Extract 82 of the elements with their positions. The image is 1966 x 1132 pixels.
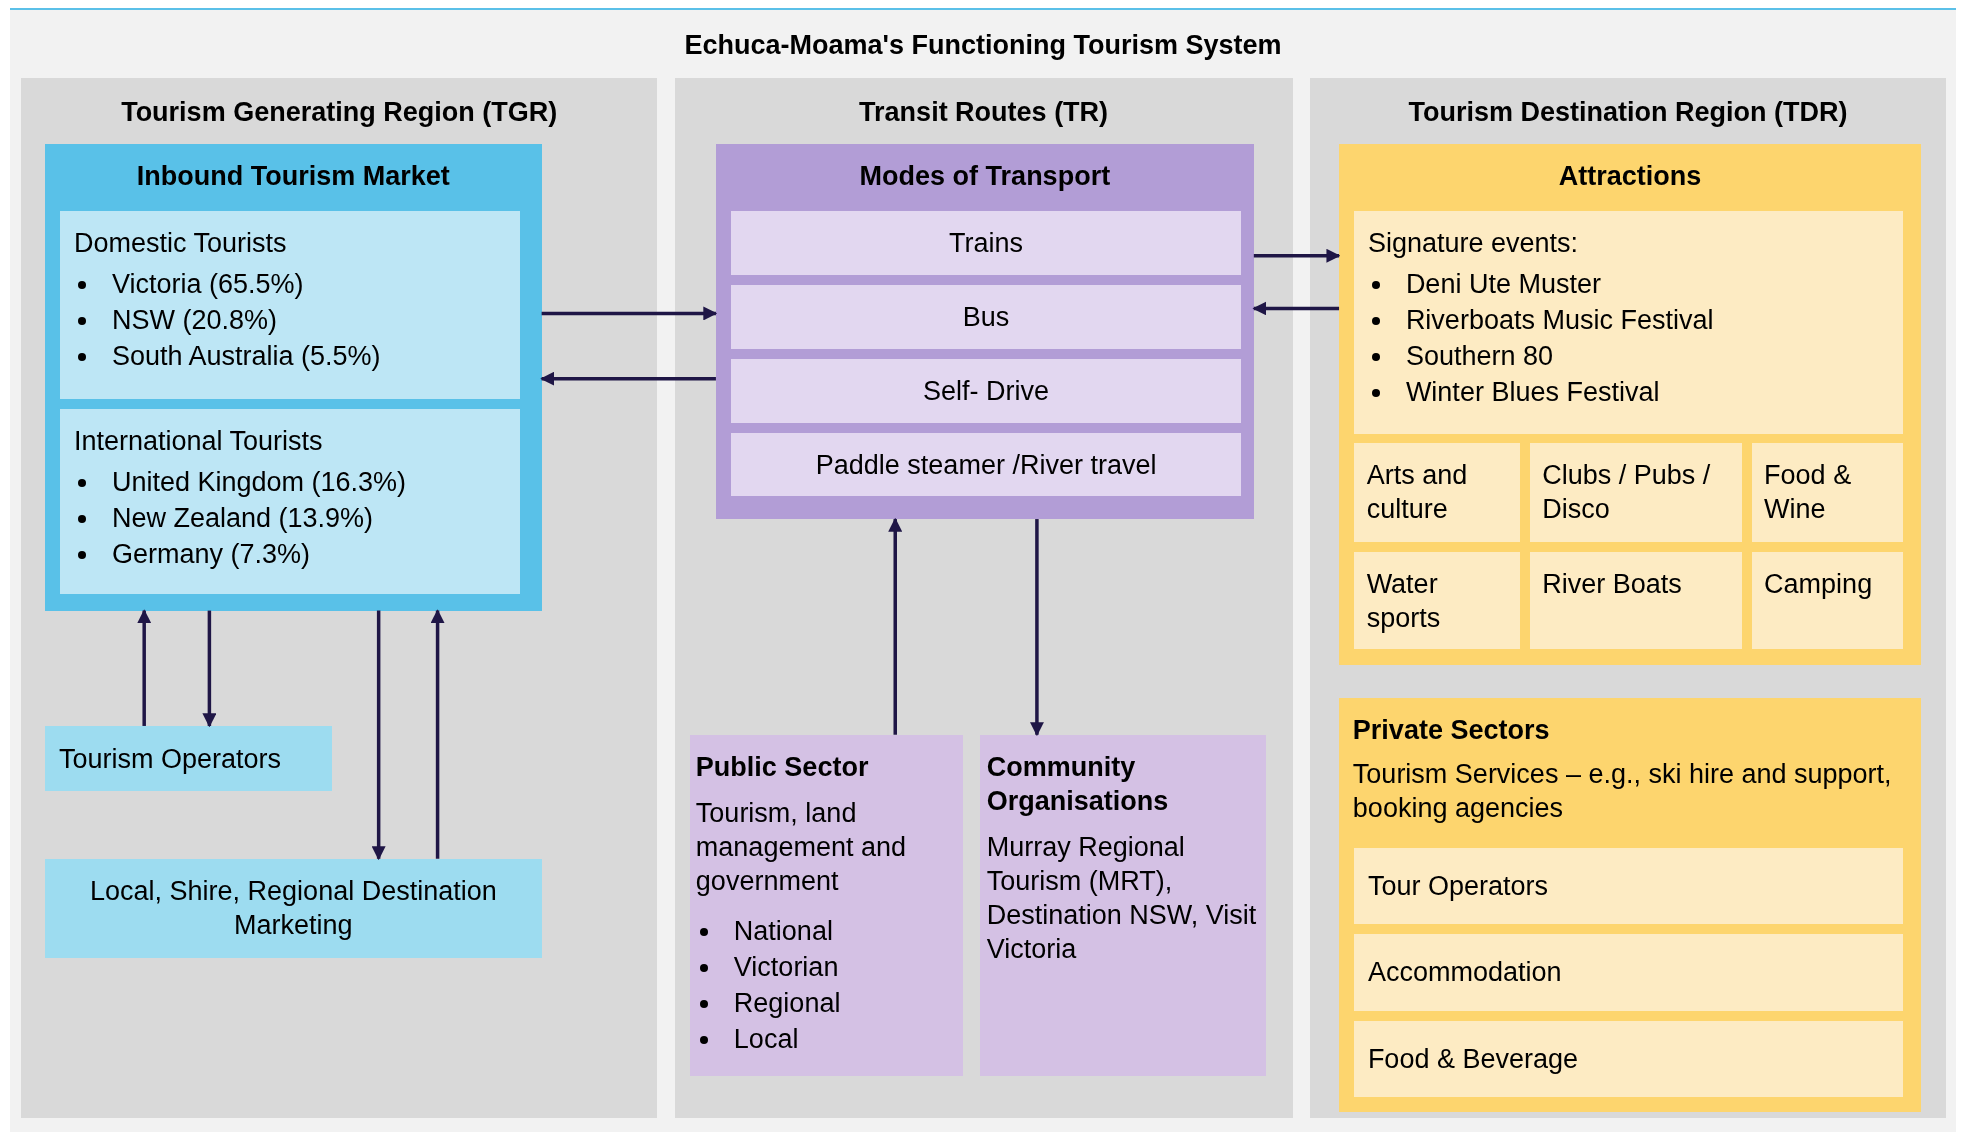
region-panel: [674, 77, 1293, 1119]
region-title: Tourism Destination Region (TDR): [1407, 96, 1849, 130]
group-title: Modes of Transport: [858, 160, 1112, 194]
process-box: [730, 284, 1242, 349]
list-box: [60, 210, 521, 399]
sector-heading: Private Sectors: [1352, 714, 1551, 748]
list-heading: Domestic Tourists: [73, 226, 288, 260]
box-label: Trains: [948, 226, 1025, 260]
arrow: [202, 610, 217, 728]
list-box: [1354, 210, 1904, 434]
group-box: [715, 144, 1254, 520]
sector-description: Tourism Services – e.g., ski hire and support, booking agencies: [1352, 758, 1893, 826]
attraction-box: [1751, 551, 1904, 650]
box-label: Bus: [961, 300, 1011, 334]
sector-box: [689, 734, 963, 1076]
process-box: [730, 210, 1242, 275]
bullet-item: NSW (20.8%): [73, 301, 513, 338]
box-label: Tour Operators: [1367, 869, 1549, 903]
region-title: Transit Routes (TR): [858, 96, 1110, 130]
diagram-title: Echuca-Moama's Functioning Tourism System: [683, 28, 1283, 62]
box-label: Food & Wine: [1764, 458, 1853, 526]
process-box: [1354, 934, 1904, 1011]
bullet-item: Germany (7.3%): [73, 536, 513, 572]
attraction-box: [1751, 442, 1904, 542]
arrow: [888, 517, 903, 735]
group-title: Inbound Tourism Market: [135, 160, 451, 194]
sector-box: [1339, 698, 1921, 1113]
process-box: [1354, 1020, 1904, 1098]
attraction-box: [1529, 551, 1742, 650]
box-label: River Boats: [1542, 567, 1683, 601]
bullet-item: Deni Ute Muster: [1367, 265, 1896, 302]
list-heading: International Tourists: [73, 424, 324, 458]
attraction-box: [1354, 442, 1520, 542]
bullet-item: Winter Blues Festival: [1367, 373, 1896, 410]
bullet-item: Local: [695, 1021, 957, 1058]
box-label: Clubs / Pubs / Disco: [1542, 458, 1712, 526]
sector-box: [980, 734, 1267, 1076]
sector-heading: Public Sector: [695, 750, 870, 784]
box-label: Arts and culture: [1366, 458, 1469, 526]
region-panel: [21, 77, 657, 1119]
group-title: Attractions: [1557, 160, 1703, 194]
bullet-item: National: [695, 913, 957, 950]
sector-description: Murray Regional Tourism (MRT), Destination NSW, Visit Victoria: [986, 831, 1258, 967]
sector-description: Tourism, land management and government: [695, 797, 907, 899]
bullet-item: Regional: [695, 985, 957, 1022]
process-box: [45, 858, 542, 958]
attraction-box: [1529, 442, 1742, 542]
sector-heading: Community Organisations: [986, 750, 1170, 818]
arrow: [1029, 519, 1044, 737]
process-box: [45, 725, 333, 792]
region-title: Tourism Generating Region (TGR): [120, 96, 559, 130]
process-box: [1354, 847, 1904, 925]
box-label: Water sports: [1366, 567, 1442, 635]
process-box: [730, 358, 1242, 423]
list-box: [60, 408, 521, 595]
bullet-item: South Australia (5.5%): [73, 337, 513, 374]
box-label: Local, Shire, Regional Destination Marketing: [89, 875, 498, 943]
bullet-item: Victoria (65.5%): [73, 265, 513, 302]
bullet-item: Victorian: [695, 949, 957, 986]
bullet-item: United Kingdom (16.3%): [73, 464, 513, 500]
group-box: [45, 144, 542, 611]
list-heading: Signature events:: [1367, 226, 1579, 260]
box-label: Accommodation: [1367, 956, 1563, 990]
box-label: Tourism Operators: [58, 742, 282, 776]
process-box: [730, 432, 1242, 497]
arrow: [1253, 248, 1341, 263]
box-label: Food & Beverage: [1367, 1042, 1579, 1076]
box-label: Self- Drive: [922, 374, 1051, 408]
arrow: [1252, 301, 1340, 316]
arrow: [541, 306, 718, 321]
region-panel: [1310, 77, 1946, 1119]
group-box: [1339, 144, 1921, 665]
box-label: Paddle steamer /River travel: [814, 448, 1158, 482]
attraction-box: [1354, 551, 1520, 650]
arrow: [430, 609, 445, 859]
arrow: [540, 371, 716, 386]
arrow: [137, 609, 152, 726]
bullet-item: New Zealand (13.9%): [73, 500, 513, 536]
bullet-item: Southern 80: [1367, 337, 1896, 374]
bullet-item: Riverboats Music Festival: [1367, 301, 1896, 338]
box-label: Camping: [1764, 567, 1874, 601]
arrow: [371, 610, 386, 861]
